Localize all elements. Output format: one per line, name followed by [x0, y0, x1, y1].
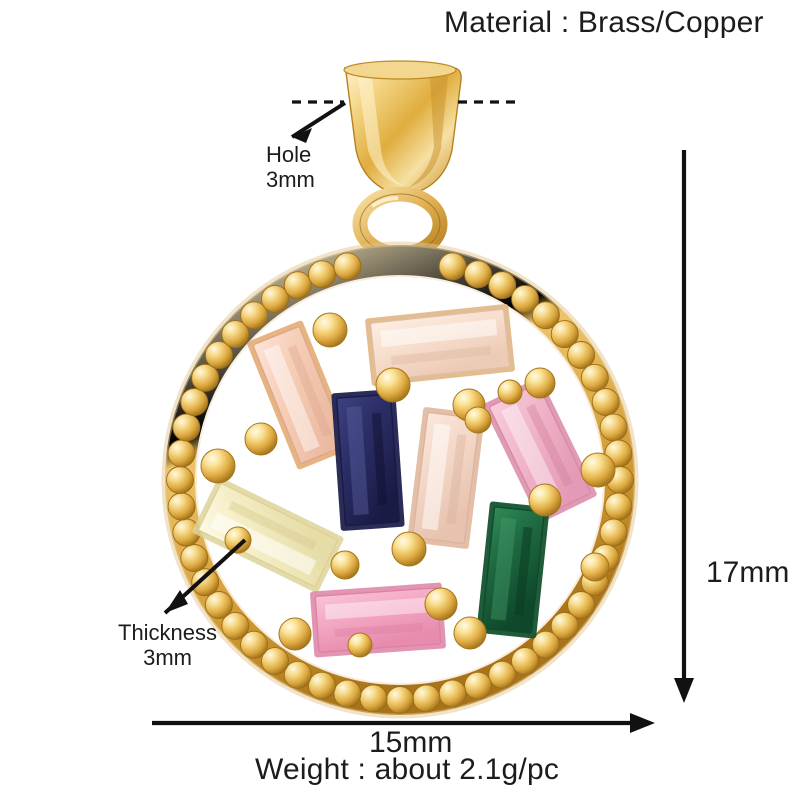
height-dimension-label: 17mm [706, 556, 790, 589]
gem-citrine-baguette-left [192, 477, 344, 593]
hole-annotation-value: 3mm [266, 167, 315, 192]
gem-green-baguette-lower-right [476, 501, 550, 639]
gemstone-cluster [192, 303, 597, 658]
weight-label: Weight : about 2.1g/pc [255, 753, 560, 786]
hole-annotation: Hole 3mm [266, 142, 315, 192]
pendant-bail [343, 60, 462, 197]
thickness-annotation: Thickness 3mm [118, 620, 217, 670]
gem-blush-baguette-center-right [407, 407, 485, 549]
thickness-annotation-value: 3mm [143, 645, 192, 670]
hole-annotation-label: Hole [266, 142, 312, 167]
gem-peach-baguette-upper-left [247, 320, 353, 470]
beaded-rim [166, 252, 634, 714]
gold-accent-beads [200, 312, 616, 658]
gem-pink-baguette-right [483, 377, 597, 523]
gem-navy-baguette-center [331, 389, 405, 531]
material-label: Material : Brass/Copper [444, 6, 764, 39]
gem-champagne-baguette-top [365, 303, 515, 387]
width-dimension-label: 15mm [369, 726, 453, 759]
gem-pink-baguette-bottom [310, 582, 446, 658]
thickness-annotation-label: Thickness [118, 620, 218, 645]
